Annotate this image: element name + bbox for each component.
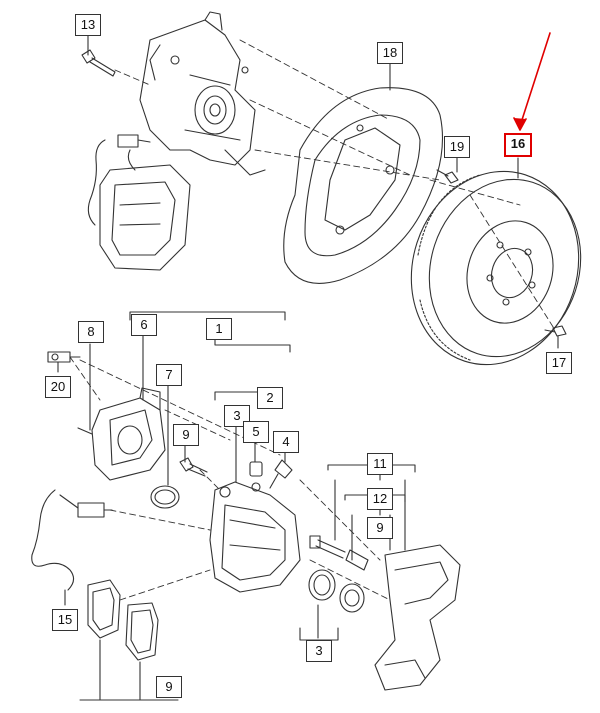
brake-pads bbox=[87, 579, 159, 661]
bleeder-cap bbox=[249, 461, 263, 492]
callout-9-bolt[interactable]: 9 bbox=[173, 424, 199, 446]
callout-7[interactable]: 7 bbox=[156, 364, 182, 386]
caliper-carrier bbox=[374, 544, 461, 691]
callout-15[interactable]: 15 bbox=[52, 609, 78, 631]
callout-9-pads[interactable]: 9 bbox=[156, 676, 182, 698]
callout-4[interactable]: 4 bbox=[273, 431, 299, 453]
callout-17[interactable]: 17 bbox=[546, 352, 572, 374]
guide-pin bbox=[309, 535, 369, 571]
callout-5[interactable]: 5 bbox=[243, 421, 269, 443]
callout-18[interactable]: 18 bbox=[377, 42, 403, 64]
callout-3-rings[interactable]: 3 bbox=[306, 640, 332, 662]
leader-lines bbox=[57, 35, 559, 701]
boot-rings bbox=[308, 569, 365, 613]
upper-caliper-assembly bbox=[87, 134, 191, 271]
callout-8[interactable]: 8 bbox=[78, 321, 104, 343]
callout-13[interactable]: 13 bbox=[75, 14, 101, 36]
caliper-actuator bbox=[77, 387, 166, 481]
callout-12[interactable]: 12 bbox=[367, 488, 393, 510]
highlight-arrow bbox=[513, 32, 551, 131]
callout-16[interactable]: 16 bbox=[504, 133, 532, 157]
callout-6[interactable]: 6 bbox=[131, 314, 157, 336]
seal-ring bbox=[150, 485, 180, 509]
caliper-housing bbox=[209, 481, 301, 593]
callout-19[interactable]: 19 bbox=[444, 136, 470, 158]
wheel-hub-knuckle bbox=[139, 11, 266, 176]
bolt-19 bbox=[436, 169, 459, 184]
bolt-17 bbox=[544, 325, 567, 337]
bleeder-screw bbox=[269, 459, 293, 489]
group-brackets bbox=[79, 311, 416, 701]
brake-disc bbox=[410, 170, 582, 366]
callout-20[interactable]: 20 bbox=[45, 376, 71, 398]
wear-sensor-cable bbox=[31, 489, 113, 591]
callout-1[interactable]: 1 bbox=[206, 318, 232, 340]
callout-2[interactable]: 2 bbox=[257, 387, 283, 409]
callout-11[interactable]: 11 bbox=[367, 453, 393, 475]
sensor-20 bbox=[47, 351, 81, 363]
bolt-13 bbox=[81, 49, 116, 77]
callout-9-pin[interactable]: 9 bbox=[367, 517, 393, 539]
